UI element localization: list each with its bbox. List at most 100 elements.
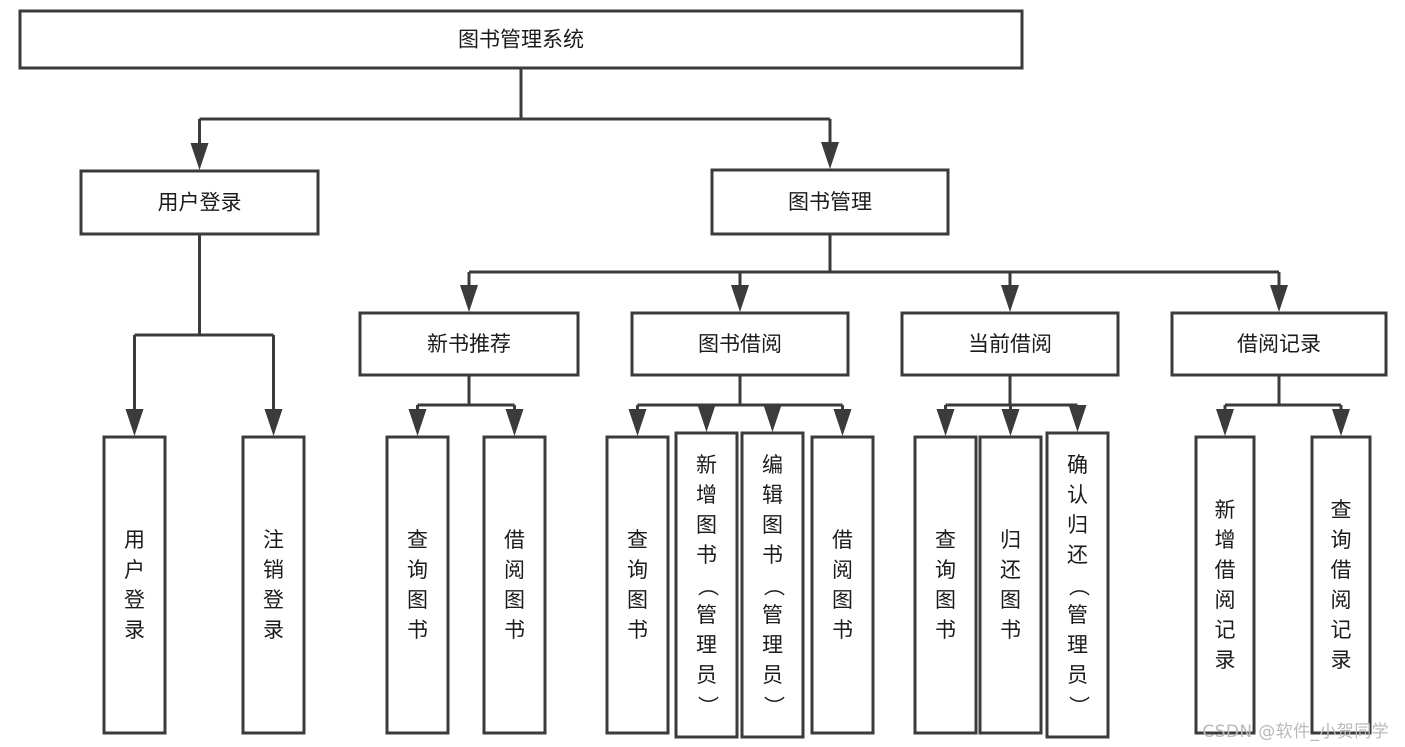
- node-label-char: 还: [1067, 543, 1088, 567]
- node-layer: 图书管理系统用户登录图书管理新书推荐图书借阅当前借阅借阅记录用户登录注销登录查询…: [18, 9, 1388, 739]
- node-label-char: ）: [1067, 696, 1091, 717]
- node-label-char: 登: [124, 588, 145, 612]
- connector-layer: [125, 68, 1350, 436]
- node-label-char: 管: [762, 603, 783, 627]
- node-label-char: 理: [696, 633, 717, 657]
- connector-group: [936, 375, 1087, 436]
- node-book-manage[interactable]: 图书管理: [710, 168, 950, 236]
- node-label-char: 借: [504, 528, 525, 552]
- node-label-char: （: [1067, 576, 1091, 597]
- node-label-char: 理: [1067, 633, 1088, 657]
- node-label-char: 录: [263, 618, 284, 642]
- node-box: [241, 435, 306, 735]
- node-label-char: 询: [1331, 528, 1352, 552]
- node-label-char: 询: [407, 558, 428, 582]
- node-label-char: 查: [935, 528, 956, 552]
- node-box: [79, 169, 320, 236]
- node-label: 图书管理系统: [458, 28, 584, 52]
- node-box: [1310, 435, 1372, 735]
- node-box: [358, 311, 580, 377]
- watermark-label: CSDN @软件_小贺同学: [1202, 722, 1389, 742]
- node-label-char: 记: [1215, 618, 1236, 642]
- node-label-char: 书: [627, 618, 648, 642]
- node-borrow-record[interactable]: 借阅记录: [1170, 311, 1388, 377]
- node-label-char: 确: [1067, 453, 1088, 477]
- node-label-char: 注: [263, 528, 284, 552]
- node-label-char: 员: [762, 663, 783, 687]
- node-label-char: 理: [762, 633, 783, 657]
- node-label-char: 销: [263, 558, 284, 582]
- node-box: [1194, 435, 1256, 735]
- node-label-char: 图: [407, 588, 428, 612]
- connector-group: [190, 68, 839, 170]
- node-label: 借阅记录: [1237, 332, 1321, 356]
- node-label-char: 查: [1331, 498, 1352, 522]
- node-label-char: ）: [762, 696, 786, 717]
- node-label-char: 书: [762, 543, 783, 567]
- node-box: [674, 431, 739, 739]
- node-label-char: 增: [1215, 528, 1236, 552]
- node-label: 新书推荐: [427, 332, 511, 356]
- node-label-char: 录: [1331, 648, 1352, 672]
- node-label-char: 录: [124, 618, 145, 642]
- node-label-char: 书: [504, 618, 525, 642]
- node-label-char: 阅: [1331, 588, 1352, 612]
- node-box: [810, 435, 875, 735]
- node-label-char: 认: [1067, 483, 1088, 507]
- node-label-char: 新: [696, 453, 717, 477]
- node-label-char: 询: [935, 558, 956, 582]
- node-label-char: 管: [696, 603, 717, 627]
- node-box: [740, 431, 805, 739]
- node-label-char: 归: [1067, 513, 1088, 537]
- connector-group: [125, 234, 283, 436]
- node-box: [605, 435, 670, 735]
- node-label-char: 图: [935, 588, 956, 612]
- node-label-char: 图: [832, 588, 853, 612]
- node-label: 图书借阅: [698, 332, 782, 356]
- node-label-char: 借: [1331, 558, 1352, 582]
- node-label-char: 图: [762, 513, 783, 537]
- node-label-char: 查: [627, 528, 648, 552]
- node-label-char: 阅: [504, 558, 525, 582]
- node-label-char: 归: [1000, 528, 1021, 552]
- node-box: [710, 168, 950, 236]
- node-root[interactable]: 图书管理系统: [18, 9, 1024, 70]
- node-user-login[interactable]: 用户登录: [79, 169, 320, 236]
- node-book-borrow[interactable]: 图书借阅: [630, 311, 850, 377]
- node-label-char: 阅: [832, 558, 853, 582]
- node-label-char: 辑: [762, 483, 783, 507]
- node-leaf-user-login[interactable]: 用户登录: [102, 435, 167, 735]
- node-box: [913, 435, 978, 735]
- node-label-char: 录: [1215, 648, 1236, 672]
- node-current-borrow[interactable]: 当前借阅: [900, 311, 1120, 377]
- node-label-char: 图: [504, 588, 525, 612]
- node-box: [1045, 431, 1110, 739]
- node-label-char: 新: [1215, 498, 1236, 522]
- node-label-char: 书: [407, 618, 428, 642]
- node-label-char: 书: [935, 618, 956, 642]
- node-box: [102, 435, 167, 735]
- node-new-book-rec[interactable]: 新书推荐: [358, 311, 580, 377]
- node-label-char: 管: [1067, 603, 1088, 627]
- node-label: 用户登录: [158, 191, 242, 215]
- node-label-char: 阅: [1215, 588, 1236, 612]
- connector-group: [460, 234, 1288, 312]
- connector-group: [628, 375, 852, 436]
- node-label-char: 用: [124, 528, 145, 552]
- node-label-char: 员: [696, 663, 717, 687]
- node-box: [385, 435, 450, 735]
